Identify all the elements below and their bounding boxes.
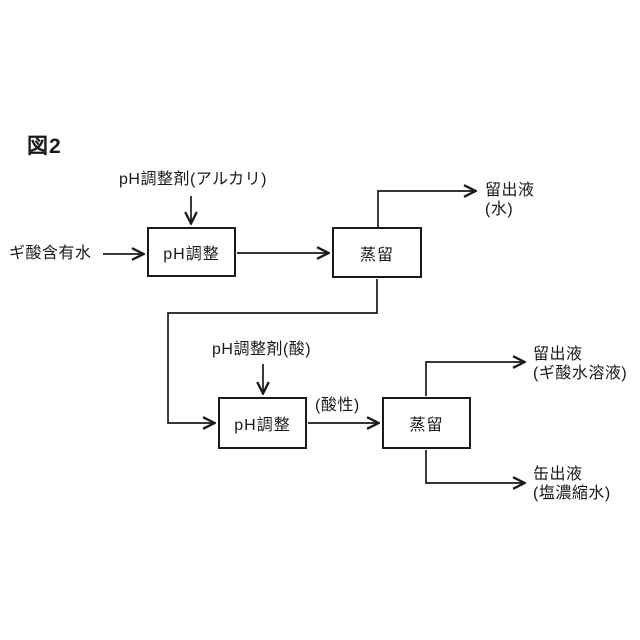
connector-distill1-to-distillate-water [377,191,475,227]
label-bottoms-name: 缶出液 [533,466,583,483]
node-distill-1: 蒸留 [332,227,422,278]
figure-title: 図2 [27,135,62,158]
label-acidity: (酸性) [315,397,360,414]
node-ph-adjust-2: pH調整 [218,397,307,449]
label-distillate-1: 留出液 (水) [485,182,535,219]
label-distillate-2-detail: (ギ酸水溶液) [533,364,628,382]
label-distillate-2-name: 留出液 [533,346,583,363]
label-ph-agent-alkali: pH調整剤(アルカリ) [119,171,267,188]
connector-distill2-to-distillate-formic [425,362,524,396]
label-bottoms-detail: (塩濃縮水) [533,484,611,502]
node-ph-adjust-1-label: pH調整 [163,246,220,263]
node-distill-1-label: 蒸留 [359,246,394,264]
node-ph-adjust-2-label: pH調整 [234,417,291,434]
node-ph-adjust-1: pH調整 [147,227,236,277]
node-distill-2-label: 蒸留 [409,417,444,434]
node-distill-2: 蒸留 [382,397,471,449]
label-bottoms: 缶出液 (塩濃縮水) [533,466,611,503]
label-distillate-1-detail: (水) [485,200,514,218]
label-distillate-2: 留出液 (ギ酸水溶液) [533,346,627,383]
label-ph-agent-acid: pH調整剤(酸) [212,341,312,358]
label-distillate-1-name: 留出液 [485,182,535,199]
label-feed-formic-acid-water: ギ酸含有水 [9,245,92,262]
connector-distill2-to-bottoms [425,450,524,483]
